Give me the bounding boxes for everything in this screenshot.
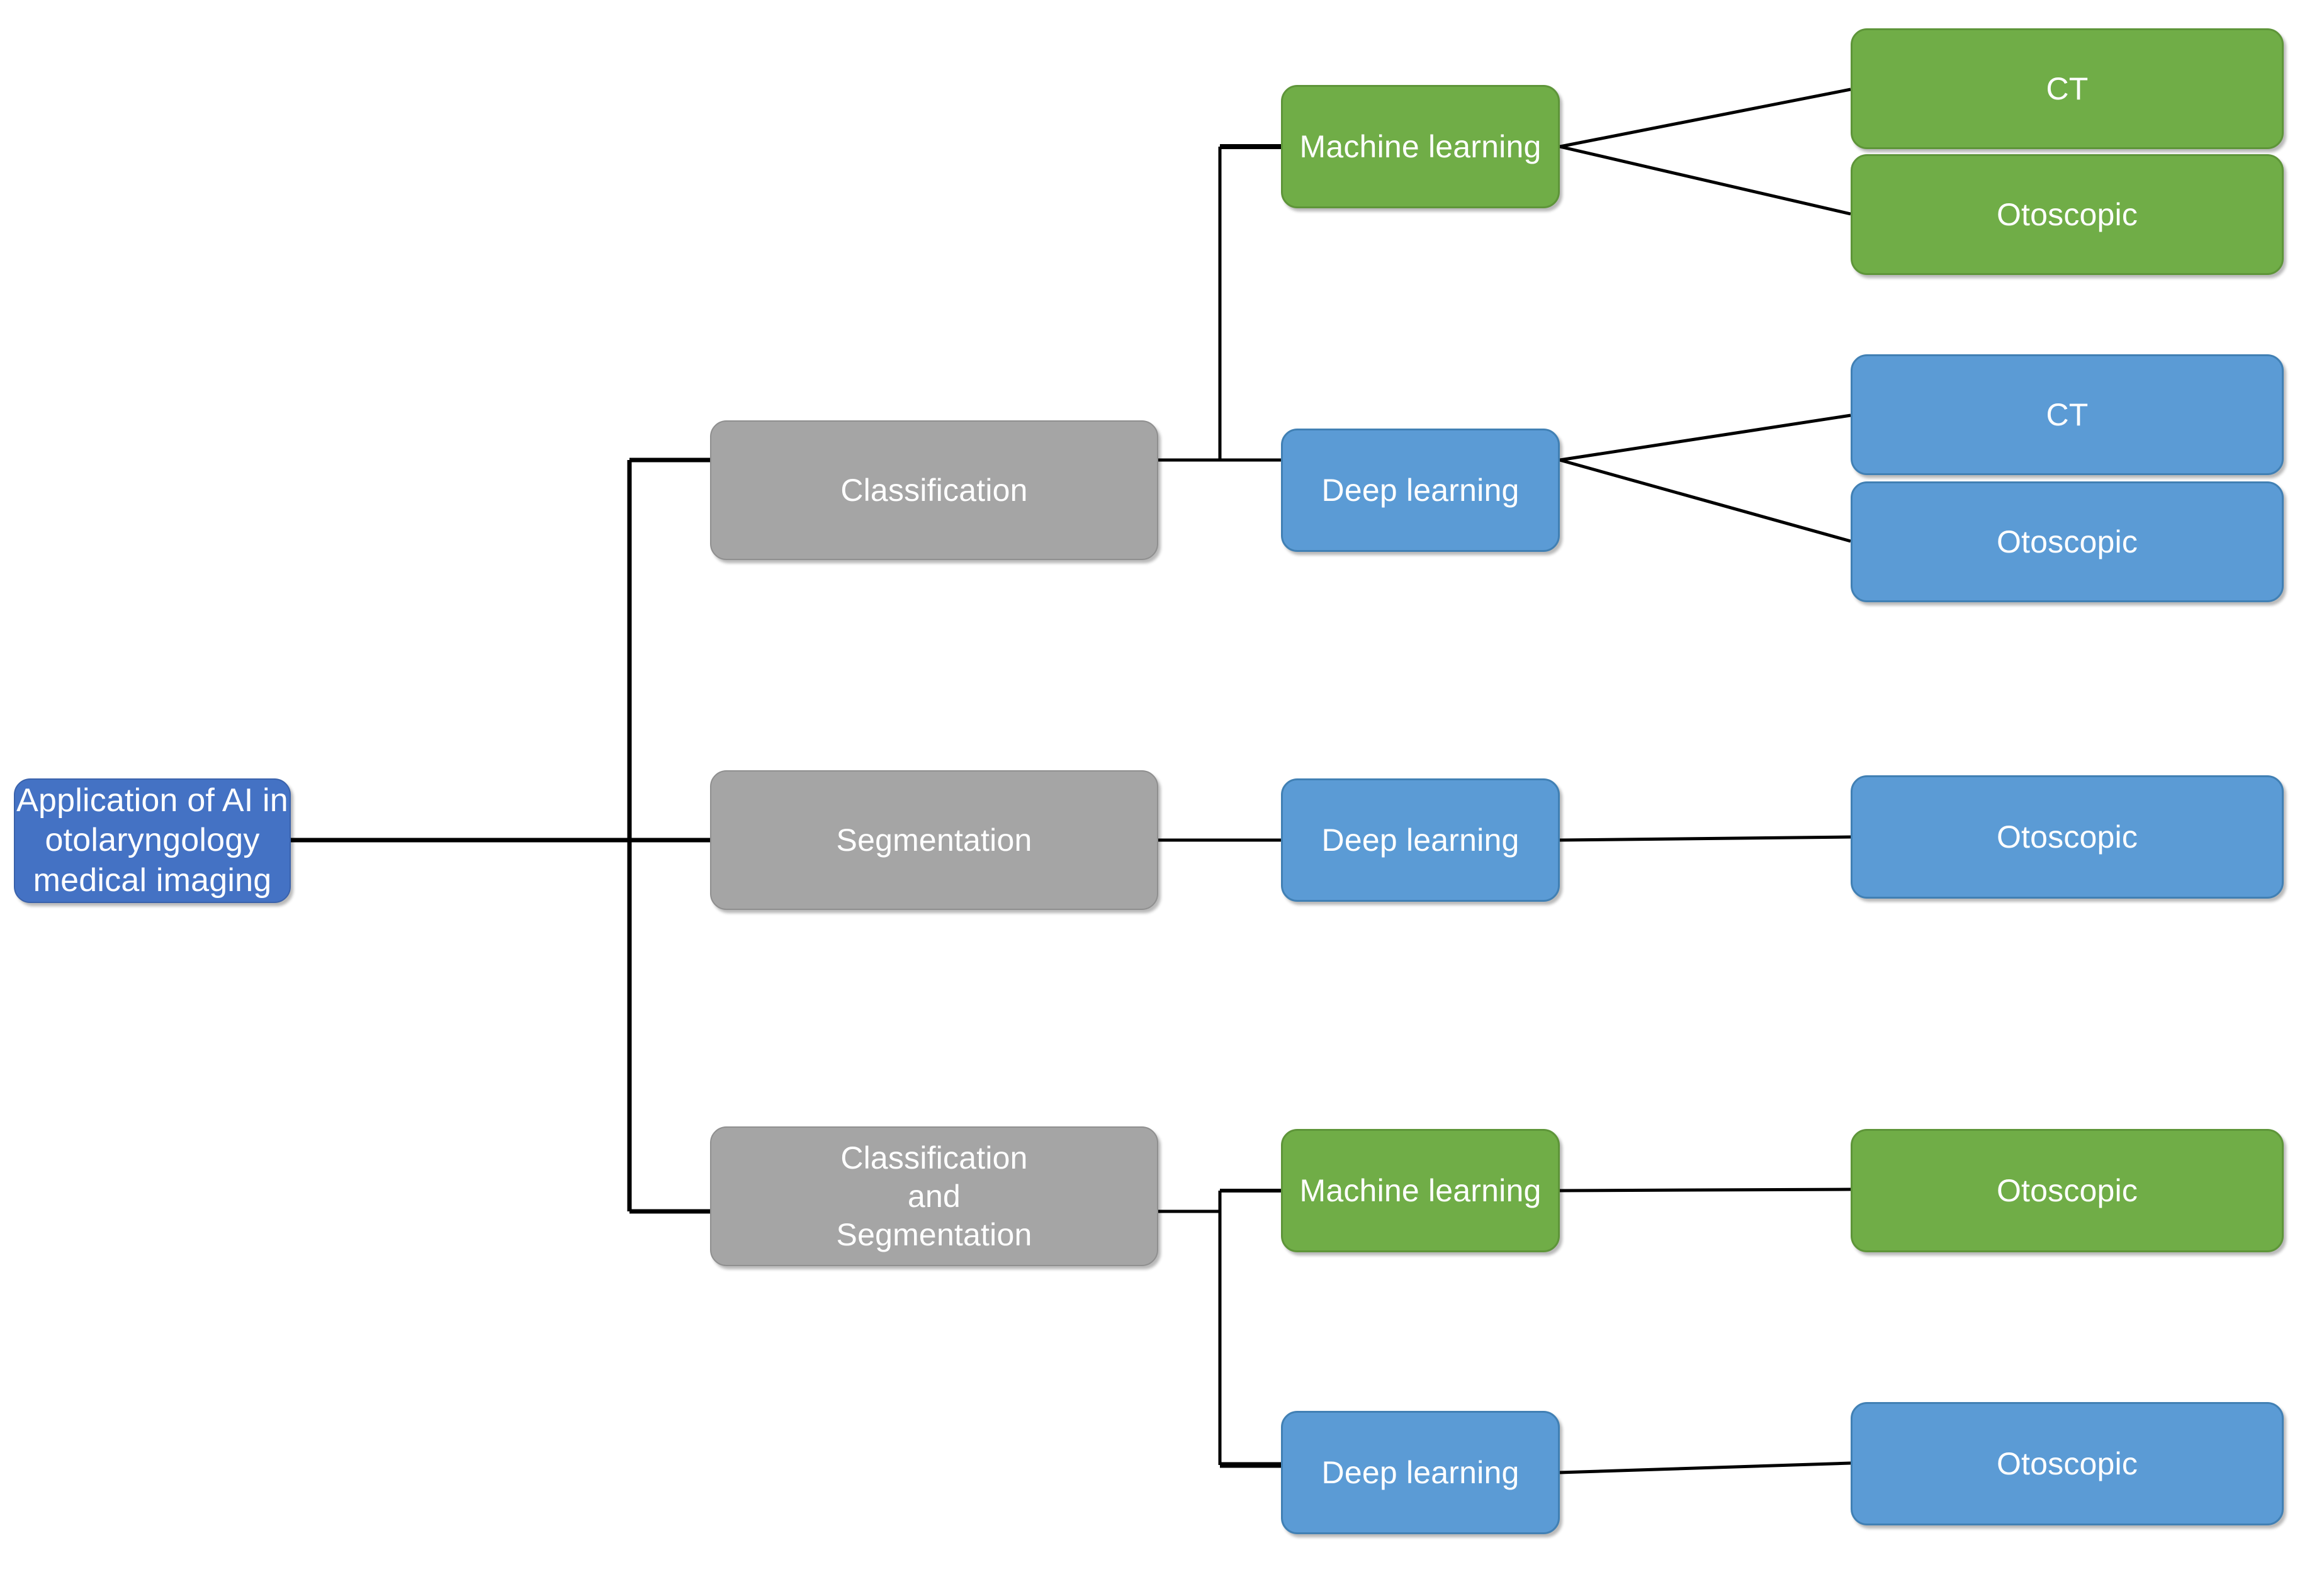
node-cs-machine-learning[interactable]: Machine learning (1281, 1129, 1560, 1252)
edge-cs-ml-to-otoscopic (1559, 1187, 1851, 1193)
edge-cls-ml-to-otoscopic (1559, 145, 1851, 216)
edge-cs-dl-to-otoscopic (1559, 1461, 1851, 1474)
node-cs-ml-otoscopic[interactable]: Otoscopic (1851, 1129, 2284, 1252)
edge-cls-dl-to-otoscopic (1559, 458, 1851, 543)
node-classification-deep-learning[interactable]: Deep learning (1281, 429, 1560, 552)
node-cls-ml-otoscopic[interactable]: Otoscopic (1851, 154, 2284, 275)
edge-cls-ml-to-ct (1559, 87, 1851, 149)
node-seg-dl-otoscopic[interactable]: Otoscopic (1851, 775, 2284, 899)
node-segmentation-deep-learning[interactable]: Deep learning (1281, 778, 1560, 902)
node-cs-deep-learning[interactable]: Deep learning (1281, 1411, 1560, 1534)
node-category-classification-and-segmentation[interactable]: Classification and Segmentation (710, 1126, 1158, 1266)
node-cls-dl-otoscopic[interactable]: Otoscopic (1851, 481, 2284, 602)
node-cls-dl-ct[interactable]: CT (1851, 354, 2284, 475)
node-classification-machine-learning[interactable]: Machine learning (1281, 85, 1560, 208)
node-root[interactable]: Application of AI in otolaryngology medi… (14, 778, 291, 903)
node-cls-ml-ct[interactable]: CT (1851, 28, 2284, 149)
edge-seg-dl-to-otoscopic (1559, 835, 1851, 842)
edge-cls-dl-to-ct (1559, 413, 1851, 462)
node-category-segmentation[interactable]: Segmentation (710, 770, 1158, 910)
node-category-classification[interactable]: Classification (710, 420, 1158, 560)
node-cs-dl-otoscopic[interactable]: Otoscopic (1851, 1402, 2284, 1525)
